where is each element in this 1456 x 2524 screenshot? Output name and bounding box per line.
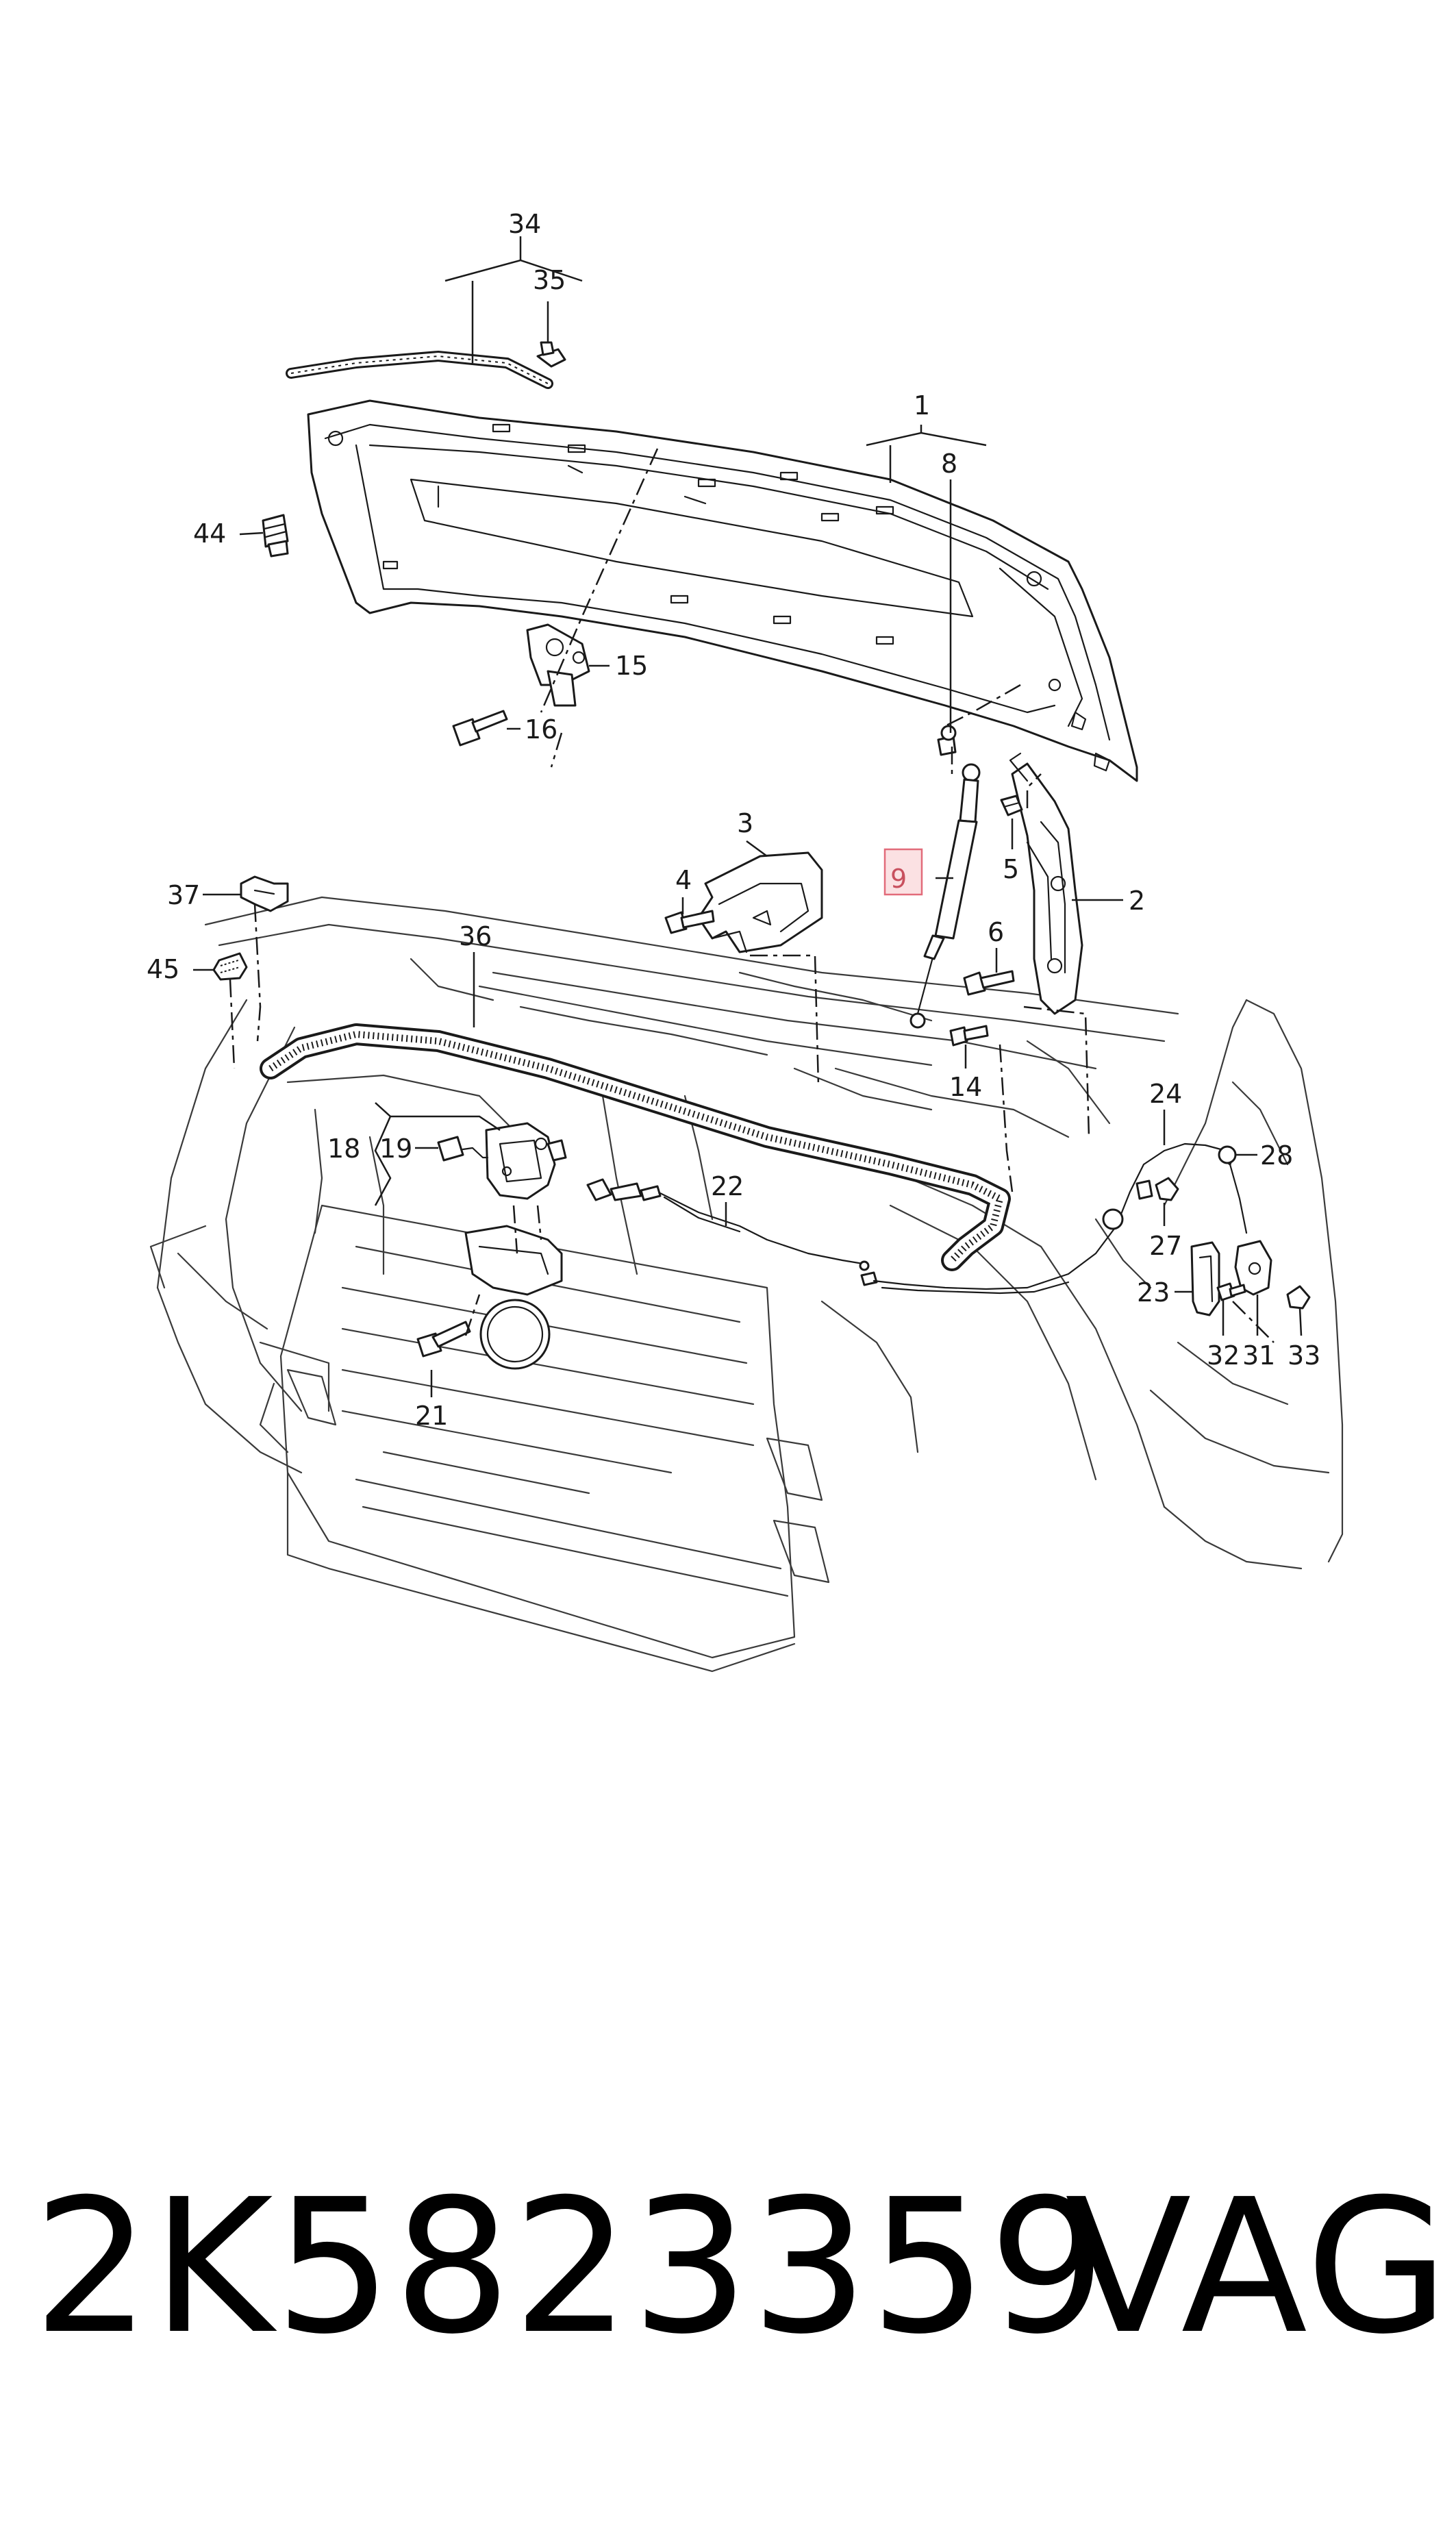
callout-15: 15: [615, 651, 648, 681]
callout-leaders: [193, 236, 1303, 1397]
callout-45: 45: [147, 954, 179, 984]
cable-grommet: [1218, 1145, 1237, 1164]
gas-strut: [909, 763, 981, 1029]
callout-23: 23: [1137, 1277, 1170, 1308]
callout-14: 14: [949, 1072, 982, 1102]
brand-name: VAG: [1065, 2159, 1451, 2375]
callout-31: 31: [1242, 1340, 1275, 1371]
callout-19: 19: [379, 1134, 412, 1164]
grommet: [212, 952, 248, 981]
cable-clip: [1155, 1177, 1179, 1201]
highlight-box-9: [883, 848, 923, 896]
part-number: 2K5823359: [33, 2159, 1108, 2375]
rubber-buffer: [262, 514, 289, 558]
callout-16: 16: [525, 714, 557, 745]
callout-4: 4: [675, 865, 692, 895]
seal-clip: [536, 341, 566, 368]
callout-21: 21: [415, 1401, 448, 1431]
lever-screw: [1216, 1282, 1246, 1301]
front-seal-strip: [260, 1023, 1011, 1271]
callout-1: 1: [914, 390, 930, 421]
callout-22: 22: [711, 1171, 744, 1201]
callout-2: 2: [1129, 886, 1145, 916]
hood-seal-strip: [286, 350, 553, 389]
grille-emblem: [479, 1299, 551, 1370]
callout-6: 6: [988, 917, 1004, 947]
lever-bracket: [1234, 1240, 1272, 1296]
lever-clip: [1286, 1285, 1311, 1310]
bracket-bolt: [664, 910, 715, 934]
callout-3: 3: [737, 808, 753, 838]
callout-18: 18: [327, 1134, 360, 1164]
callout-5: 5: [1003, 854, 1019, 884]
callout-37: 37: [167, 880, 200, 910]
lock-support: [464, 1225, 563, 1296]
hood-panel: [307, 399, 1138, 782]
release-cable-front: [586, 1178, 878, 1286]
release-lever: [1190, 1241, 1220, 1316]
release-cable-main: [873, 1142, 1248, 1295]
callout-36: 36: [459, 921, 492, 951]
callout-24: 24: [1149, 1079, 1182, 1109]
callout-35: 35: [533, 265, 566, 295]
lock-switch: [437, 1136, 489, 1162]
hood-striker: [526, 623, 590, 707]
callout-9[interactable]: 9: [890, 864, 907, 894]
assembly-lines: [229, 448, 1275, 1343]
callout-34: 34: [508, 209, 541, 239]
hood-hinge: [1009, 752, 1083, 1015]
hinge-nut: [1000, 795, 1023, 816]
bracket-clip: [240, 875, 289, 912]
lock-bolt: [416, 1321, 471, 1358]
latch-carrier: [697, 851, 823, 953]
hood-lock: [485, 1122, 567, 1200]
callout-8: 8: [941, 449, 957, 479]
bolt-16: [452, 710, 508, 747]
callout-33: 33: [1288, 1340, 1320, 1371]
callout-labels: 34 35 1 8 44 15 16 3 4 9 5 2 6 14 37 45 …: [147, 209, 1320, 1431]
callout-28: 28: [1260, 1140, 1293, 1171]
lower-ball-stud: [949, 1025, 989, 1047]
callout-44: 44: [193, 518, 226, 549]
callout-32: 32: [1207, 1340, 1240, 1371]
callout-27: 27: [1149, 1231, 1182, 1261]
hinge-bolt: [963, 970, 1015, 996]
